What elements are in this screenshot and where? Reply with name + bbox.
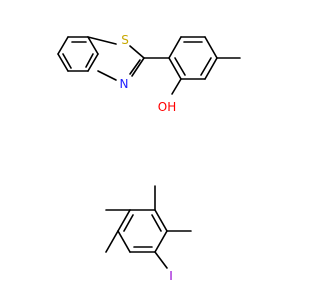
bond	[57, 53, 69, 72]
atom-label: S	[121, 33, 129, 47]
bond	[154, 209, 168, 232]
bond	[97, 70, 117, 81]
bond	[154, 251, 168, 269]
atom-label: I	[169, 269, 173, 283]
chemical-structure-canvas: S N OH I	[57, 33, 241, 283]
bond	[174, 57, 186, 76]
bond	[129, 59, 141, 75]
bond	[87, 36, 99, 55]
bond	[129, 45, 145, 59]
bond	[168, 57, 182, 80]
molecule-benzothiazolyl-methylphenol: S N OH	[57, 33, 241, 114]
bond	[62, 53, 72, 69]
bond	[87, 53, 99, 72]
bond	[151, 214, 162, 232]
bond	[168, 36, 182, 59]
bond	[85, 53, 94, 68]
bond	[87, 36, 117, 45]
bond	[123, 214, 134, 232]
atom-label: OH	[158, 100, 176, 114]
bond	[200, 57, 212, 76]
bond	[117, 230, 131, 253]
bond	[171, 78, 182, 95]
bond	[204, 36, 218, 59]
bond	[131, 57, 145, 77]
bond	[57, 36, 69, 55]
atom-label: N	[120, 77, 129, 91]
bond	[154, 230, 168, 253]
bond	[117, 209, 131, 232]
bond	[105, 230, 119, 253]
bond	[204, 57, 218, 80]
molecule-iodo-tetramethylbenzene: I	[105, 185, 192, 283]
